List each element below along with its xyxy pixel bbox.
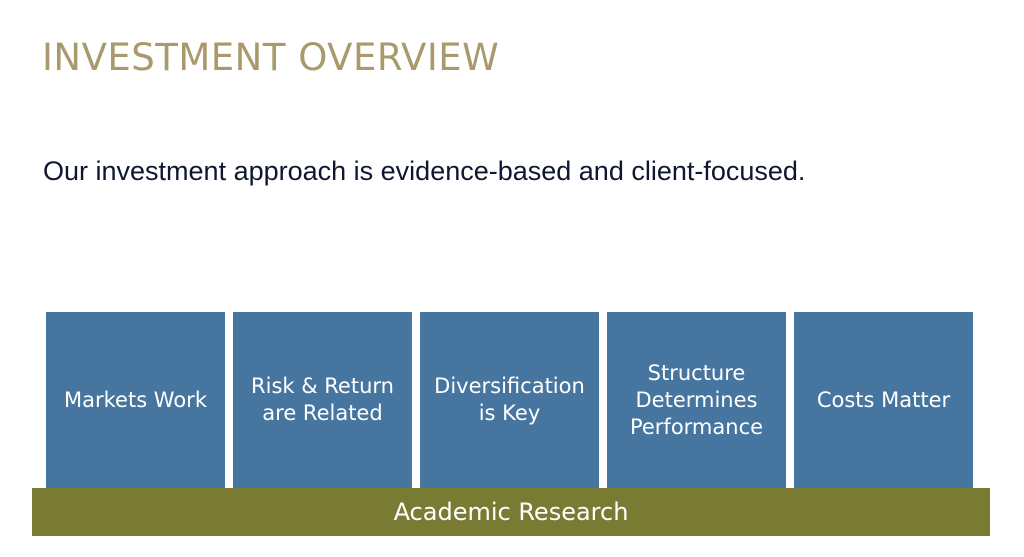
pillar-structure: Structure Determines Performance	[607, 312, 786, 488]
slide-subtitle: Our investment approach is evidence-base…	[43, 156, 806, 186]
pillar-diversification: Diversification is Key	[420, 312, 599, 488]
pillar-costs-matter: Costs Matter	[794, 312, 973, 488]
pillar-label: Structure Determines Performance	[629, 360, 764, 439]
pillar-label: Markets Work	[64, 387, 207, 412]
pillar-label: Risk & Return are Related	[251, 374, 394, 425]
pillar-label: Costs Matter	[816, 387, 951, 412]
slide-title: INVESTMENT OVERVIEW	[42, 36, 500, 79]
foundation-bar: Academic Research	[32, 488, 990, 536]
pillar-markets-work: Markets Work	[46, 312, 225, 488]
pillar-label: Diversification is Key	[434, 374, 585, 425]
pillars-row: Markets Work Risk & Return are Related D…	[46, 312, 973, 488]
pillar-risk-return: Risk & Return are Related	[233, 312, 412, 488]
foundation-label: Academic Research	[393, 498, 629, 526]
